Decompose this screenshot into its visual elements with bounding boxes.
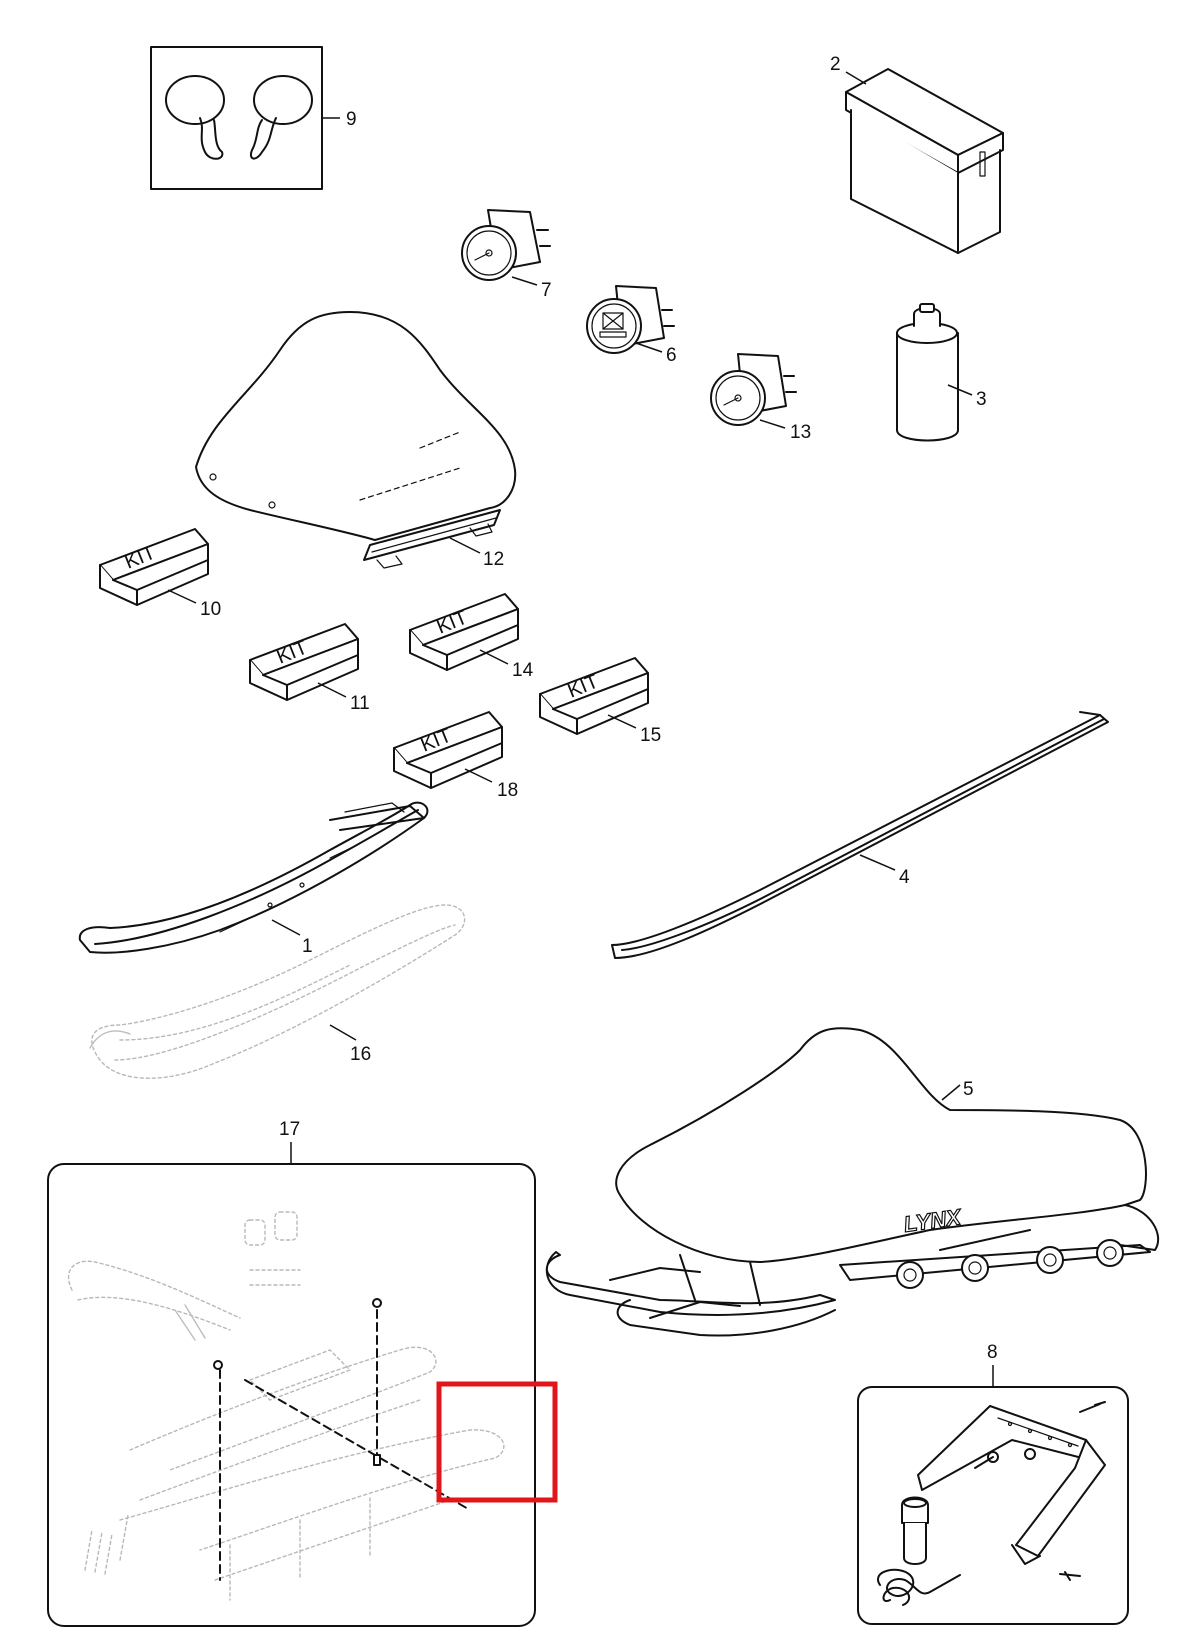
callout-15: 15 xyxy=(640,725,661,746)
callout-6: 6 xyxy=(666,345,677,366)
callout-18: 18 xyxy=(497,780,518,801)
kit-box-18[interactable]: KIT 18 xyxy=(393,711,518,801)
digital-gauge[interactable]: 6 xyxy=(586,285,677,366)
kit-box-15[interactable]: KIT 15 xyxy=(539,657,661,746)
callout-12: 12 xyxy=(483,549,504,570)
storage-box[interactable]: 2 xyxy=(830,54,1004,254)
callout-4: 4 xyxy=(899,867,910,888)
callout-10: 10 xyxy=(200,599,221,620)
ghost-ski[interactable]: 16 xyxy=(89,904,466,1079)
callout-17: 17 xyxy=(279,1119,300,1140)
callout-8: 8 xyxy=(987,1342,998,1363)
tachometer-gauge[interactable]: 7 xyxy=(461,209,552,301)
callout-3: 3 xyxy=(976,389,987,410)
speedometer-gauge[interactable]: 13 xyxy=(710,353,811,443)
callout-2: 2 xyxy=(830,54,841,75)
mirror-kit[interactable]: 9 xyxy=(150,46,357,190)
kit-box-10[interactable]: KIT 10 xyxy=(99,528,221,620)
snowmobile-cover[interactable]: LYNX 5 xyxy=(545,1027,1160,1337)
callout-5: 5 xyxy=(963,1079,974,1100)
runner-bar[interactable]: 4 xyxy=(611,711,1109,959)
callout-11: 11 xyxy=(350,693,370,714)
callout-13: 13 xyxy=(790,422,811,443)
kit-box-14[interactable]: KIT 14 xyxy=(409,593,534,681)
callout-1: 1 xyxy=(302,936,313,957)
highlight-box xyxy=(436,1381,558,1503)
windshield[interactable]: 12 xyxy=(195,311,517,570)
kit-box-11[interactable]: KIT 11 xyxy=(249,623,370,714)
bracket-kit-box[interactable]: 8 xyxy=(857,1342,1129,1625)
ski[interactable]: 1 xyxy=(78,801,429,957)
callout-16: 16 xyxy=(350,1044,371,1065)
callout-14: 14 xyxy=(512,660,534,681)
callout-7: 7 xyxy=(541,280,552,301)
lubricant-can[interactable]: 3 xyxy=(896,303,987,442)
ski-kit-box[interactable]: 17 xyxy=(47,1119,536,1627)
callout-9: 9 xyxy=(346,109,357,130)
